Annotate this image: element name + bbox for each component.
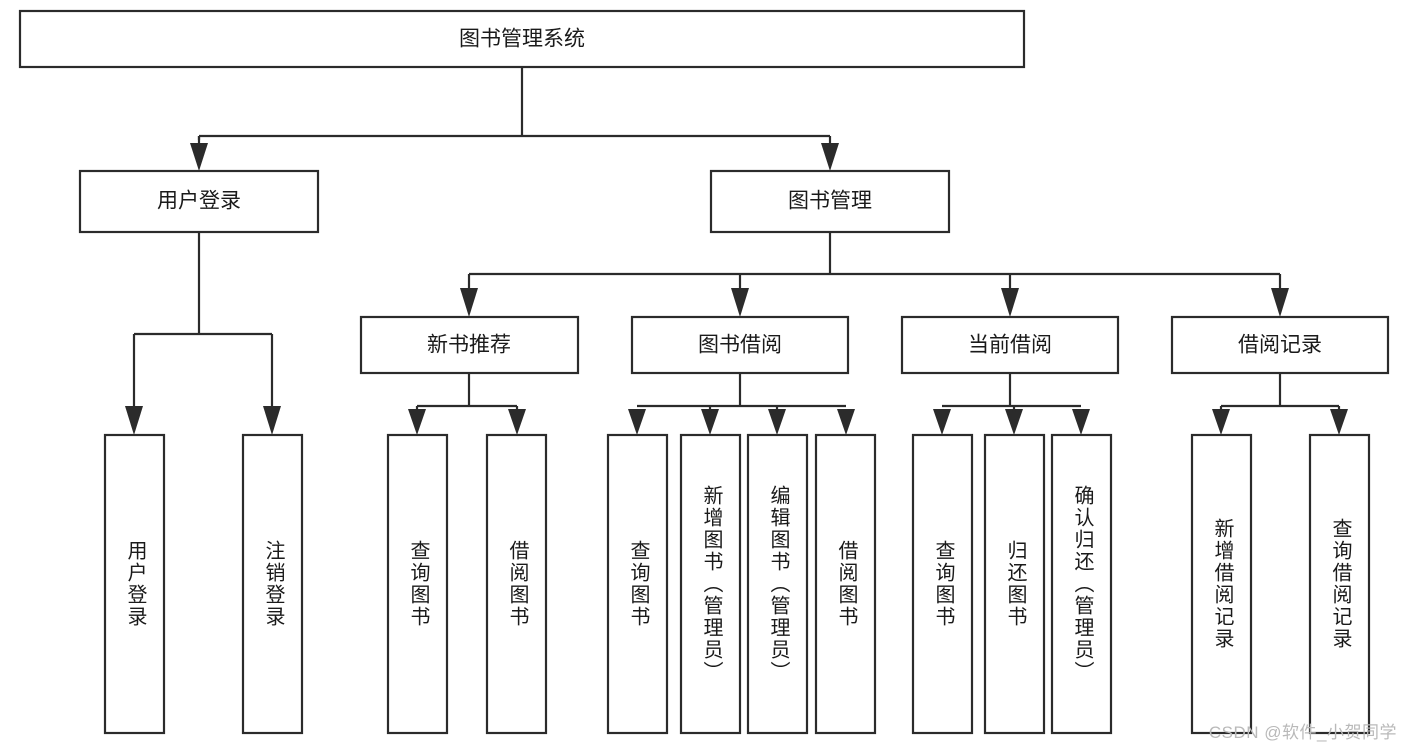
connector-group-user-login — [125, 232, 281, 435]
leaf-box[interactable] — [103, 433, 166, 735]
leaf-box[interactable] — [1308, 433, 1371, 735]
leaf-box[interactable] — [1050, 433, 1113, 735]
leaf-box[interactable] — [814, 433, 877, 735]
arrow-head-leaf-add-book — [701, 409, 719, 435]
leaf-box[interactable] — [679, 433, 742, 735]
connector-group-current-borrow — [933, 373, 1090, 435]
arrow-head-leaf-add-record — [1212, 409, 1230, 435]
arrow-head-leaf-query-book-a — [408, 409, 426, 435]
leaf-box[interactable] — [386, 433, 449, 735]
node-box-borrow-book[interactable] — [630, 315, 850, 375]
arrow-head-leaf-borrow-book-b — [837, 409, 855, 435]
arrow-head-leaf-edit-book — [768, 409, 786, 435]
connector-group-book-manage — [460, 232, 1289, 317]
connector-group-borrow-record — [1212, 373, 1348, 435]
leaf-boxes — [103, 433, 1371, 735]
node-label-new-book: 新书推荐 — [427, 334, 511, 357]
leaf-box[interactable] — [911, 433, 974, 735]
node-box-user-login[interactable] — [78, 169, 320, 234]
connector-group-borrow-book — [628, 373, 855, 435]
leaf-box[interactable] — [983, 433, 1046, 735]
leaf-box[interactable] — [485, 433, 548, 735]
node-label-user-login: 用户登录 — [157, 190, 241, 213]
arrow-head-leaf-query-book-b — [628, 409, 646, 435]
arrow-head-current-borrow — [1001, 288, 1019, 317]
arrow-head-leaf-user-login — [125, 406, 143, 435]
arrow-head-leaf-query-book-c — [933, 409, 951, 435]
arrow-head-new-book — [460, 288, 478, 317]
node-label-borrow-book: 图书借阅 — [698, 334, 782, 357]
connector-group-root — [190, 67, 839, 171]
arrow-head-book-manage — [821, 143, 839, 171]
leaf-box[interactable] — [241, 433, 304, 735]
arrow-head-leaf-query-record — [1330, 409, 1348, 435]
node-label-current-borrow: 当前借阅 — [968, 334, 1052, 357]
node-label-book-manage: 图书管理 — [788, 190, 872, 213]
arrow-head-leaf-return-book — [1005, 409, 1023, 435]
node-boxes: 图书管理系统 用户登录 图书管理 新书推荐 图书借阅 当前借阅 借阅记录 — [18, 9, 1390, 375]
watermark: CSDN @软件_小贺同学 — [1208, 723, 1397, 742]
connector-group-new-book — [408, 373, 526, 435]
arrow-head-leaf-confirm-return — [1072, 409, 1090, 435]
leaf-box[interactable] — [1190, 433, 1253, 735]
arrow-head-leaf-logout — [263, 406, 281, 435]
node-label-borrow-record: 借阅记录 — [1238, 334, 1322, 357]
node-box-borrow-record[interactable] — [1170, 315, 1390, 375]
arrow-head-borrow-record — [1271, 288, 1289, 317]
arrow-head-user-login — [190, 143, 208, 171]
arrow-head-leaf-borrow-book-a — [508, 409, 526, 435]
arrow-head-borrow-book — [731, 288, 749, 317]
node-box-root[interactable] — [18, 9, 1026, 69]
leaf-box[interactable] — [746, 433, 809, 735]
node-box-current-borrow[interactable] — [900, 315, 1120, 375]
leaf-box[interactable] — [606, 433, 669, 735]
node-box-new-book[interactable] — [359, 315, 580, 375]
node-label-root: 图书管理系统 — [459, 28, 585, 51]
node-box-book-manage[interactable] — [709, 169, 951, 234]
